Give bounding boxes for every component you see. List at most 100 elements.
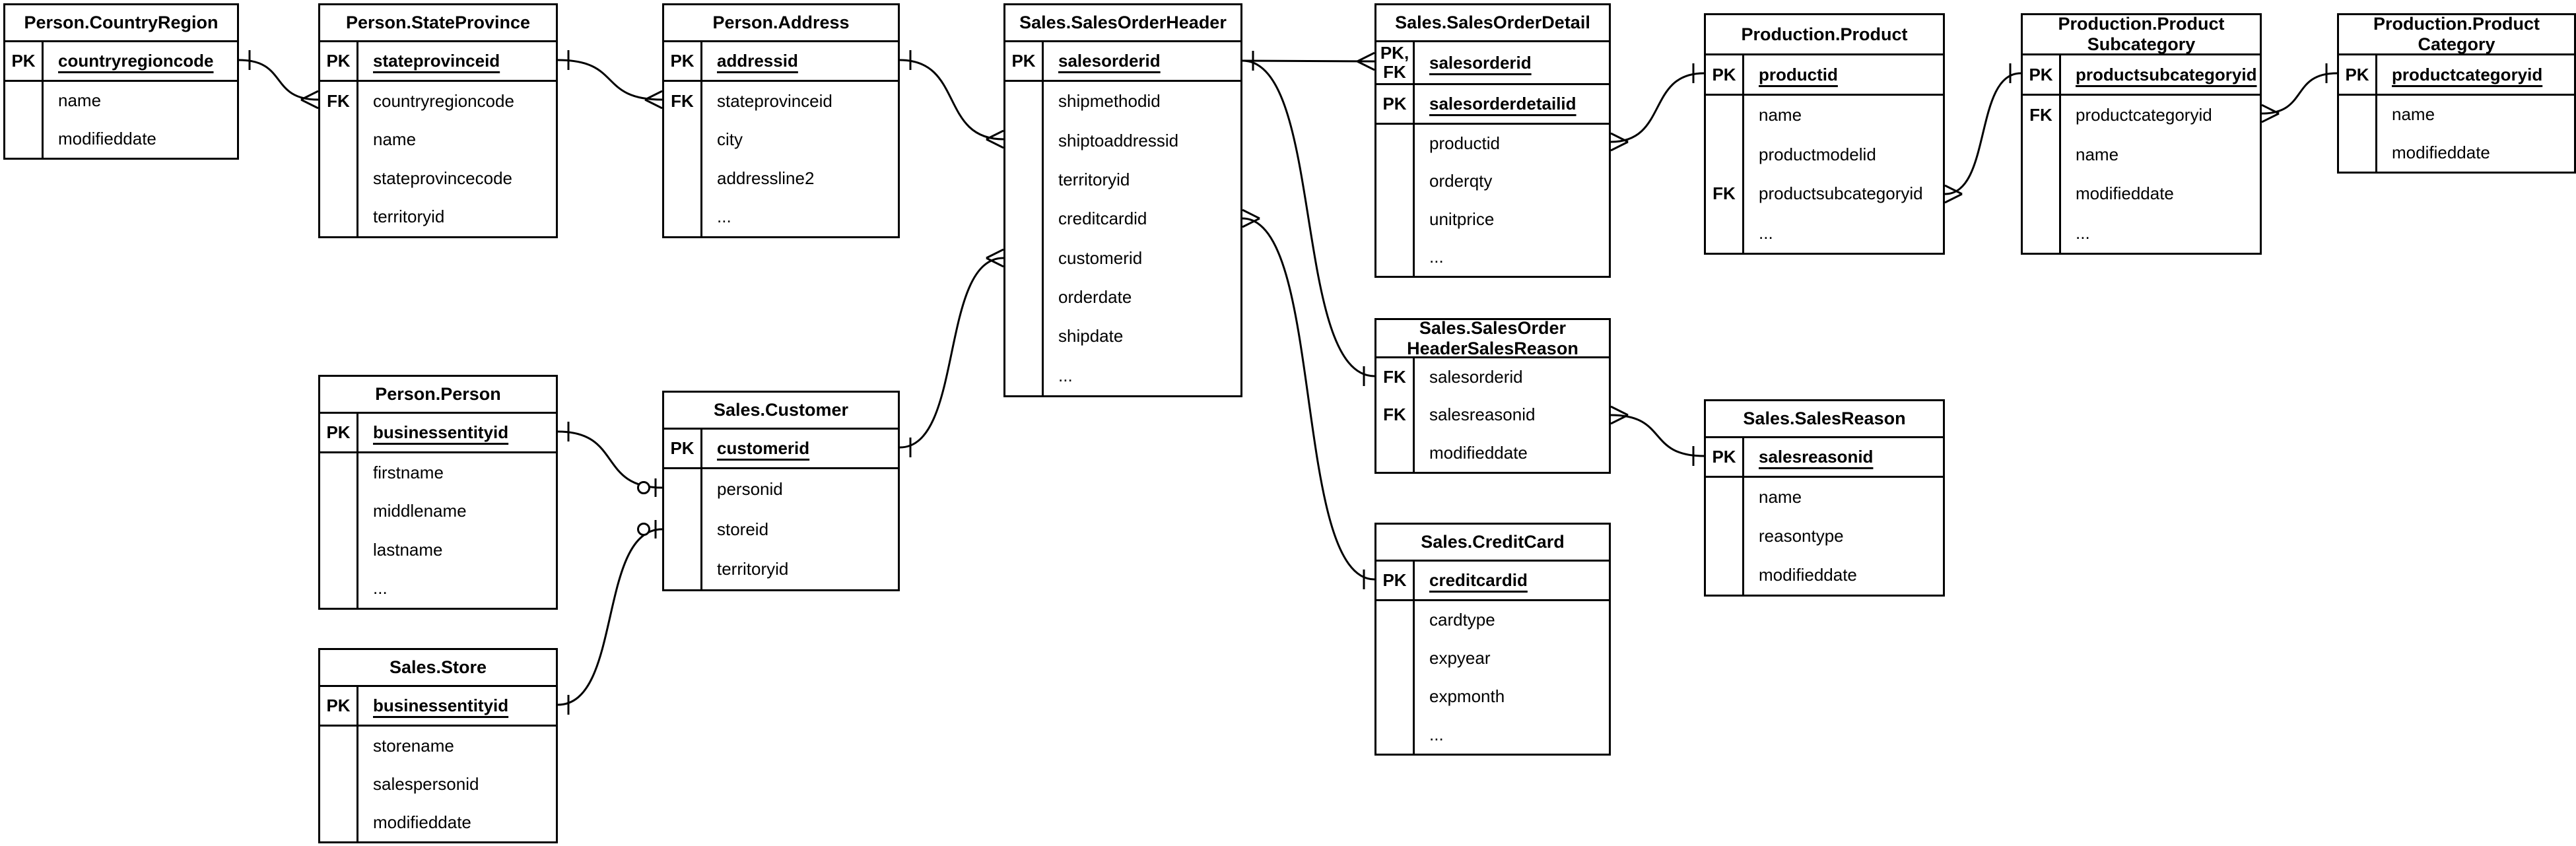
body-row: modifieddate (5, 119, 237, 158)
rel-productsubcategory-productcategory[interactable] (2261, 63, 2338, 123)
pk-badge: PK (2023, 55, 2061, 94)
body-row: cardtype (1376, 601, 1609, 639)
rel-salesorderheadersalesreason-salesreason[interactable] (1610, 405, 1705, 466)
field-name: lastname (373, 539, 443, 560)
key-spacer (2023, 174, 2061, 214)
field-ellipsis: ... (1415, 238, 1609, 276)
rel-countryregion-stateprovince-line[interactable] (238, 59, 319, 101)
pk-fk-badge: PK,FK (1376, 42, 1415, 83)
field-territoryid: territoryid (358, 198, 556, 237)
rel-address-salesorderheader[interactable] (899, 50, 1004, 149)
rel-salesorderheader-salesorderheadersalesreason[interactable] (1242, 59, 1375, 386)
table-title-line: Person.Person (375, 384, 501, 404)
body-row: modifieddate (2023, 174, 2260, 214)
field-name: modifieddate (1429, 442, 1528, 463)
key-spacer (664, 197, 702, 236)
rel-stateprovince-address[interactable] (557, 50, 663, 110)
pk-badge: PK (320, 414, 358, 451)
rel-stateprovince-address-line[interactable] (557, 59, 663, 101)
key-spacer (1706, 478, 1744, 517)
rel-countryregion-stateprovince[interactable] (238, 50, 319, 110)
rel-store-customer-line[interactable] (557, 528, 663, 706)
field-name: productid (1759, 64, 1838, 84)
field-productcategoryid: productcategoryid (2061, 96, 2260, 135)
field-name: shipmethodid (1058, 91, 1161, 112)
table-title: Production.Product (1706, 15, 1943, 55)
rel-salesorderheader-salesorderheadersalesreason-line[interactable] (1242, 59, 1375, 377)
key-spacer (320, 765, 358, 803)
field-name: businessentityid (373, 422, 509, 442)
rel-customer-salesorderheader-line[interactable] (899, 257, 1004, 449)
field-name: name (1744, 478, 1943, 517)
key-spacer (1376, 238, 1415, 276)
key-spacer (2339, 96, 2377, 134)
table-title: Person.CountryRegion (5, 5, 237, 42)
field-salesorderid: salesorderid (1044, 42, 1240, 80)
field-shiptoaddressid: shiptoaddressid (1044, 121, 1240, 160)
field-creditcardid: creditcardid (1415, 562, 1609, 599)
rel-salesorderdetail-product[interactable] (1610, 63, 1705, 152)
key-spacer (664, 509, 702, 550)
field-name: city (717, 129, 743, 150)
rel-store-customer[interactable] (557, 520, 663, 715)
rel-person-customer[interactable] (557, 422, 663, 497)
body-row: firstname (320, 453, 556, 492)
rel-salesorderdetail-product-line[interactable] (1610, 72, 1705, 143)
rel-person-customer-line[interactable] (557, 430, 663, 489)
key-label: PK (1712, 64, 1736, 84)
key-label: FK (671, 90, 694, 111)
field-unitprice: unitprice (1415, 201, 1609, 238)
body-row: name (1706, 96, 1943, 135)
body-row: expyear (1376, 639, 1609, 678)
rel-salesorderheader-creditcard[interactable] (1242, 209, 1375, 589)
body-row: stateprovincecode (320, 159, 556, 198)
key-label: PK (670, 438, 695, 458)
key-row: PK businessentityid (320, 414, 556, 453)
field-name: modifieddate (373, 812, 471, 832)
field-name: unitprice (1429, 209, 1495, 229)
body-row: modifieddate (1376, 434, 1609, 472)
field-customerid: customerid (1044, 239, 1240, 278)
key-spacer (320, 492, 358, 531)
rel-customer-salesorderheader[interactable] (899, 248, 1004, 457)
field-name: modifieddate (2076, 183, 2174, 204)
key-label: PK (1011, 51, 1036, 71)
key-spacer (1376, 162, 1415, 201)
body-row: middlename (320, 492, 556, 531)
rel-salesorderheader-creditcard-line[interactable] (1242, 217, 1375, 581)
body-row: territoryid (664, 549, 898, 590)
rel-product-productsubcategory[interactable] (1944, 63, 2021, 204)
rel-address-salesorderheader-line[interactable] (899, 59, 1004, 141)
rel-salesorderheader-salesorderdetail[interactable] (1242, 51, 1375, 71)
key-label: PK (1382, 570, 1407, 590)
rel-salesorderheadersalesreason-salesreason-line[interactable] (1610, 414, 1705, 457)
key-label: FK (327, 90, 350, 111)
key-spacer (1005, 121, 1044, 160)
rel-product-productsubcategory-line[interactable] (1944, 72, 2021, 195)
key-label: FK (1712, 183, 1736, 204)
table-title: Sales.Store (320, 650, 556, 687)
pk-badge: PK (2339, 55, 2377, 94)
field-countryregioncode: countryregioncode (358, 82, 556, 121)
